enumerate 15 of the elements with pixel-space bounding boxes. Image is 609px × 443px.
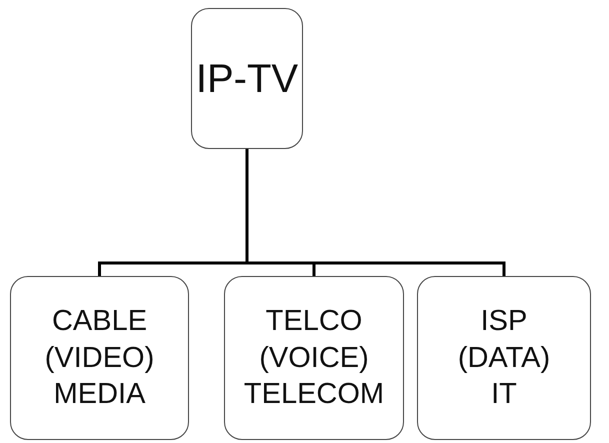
category-box [224,276,404,440]
root-box [191,8,303,149]
category-label: (VOICE) [259,342,369,374]
root-label: IP-TV [196,58,298,100]
category-box [10,276,189,440]
category-box [417,276,591,440]
category-label: (VIDEO) [44,342,154,374]
category-label: TELECOM [244,379,384,410]
category-label: TELCO [266,306,362,337]
category-label: ISP [480,306,528,337]
category-label: MEDIA [54,379,146,410]
category-label: (DATA) [458,342,550,374]
category-label: CABLE [52,306,148,337]
connector-line [246,149,506,276]
category-label: IT [491,379,517,410]
